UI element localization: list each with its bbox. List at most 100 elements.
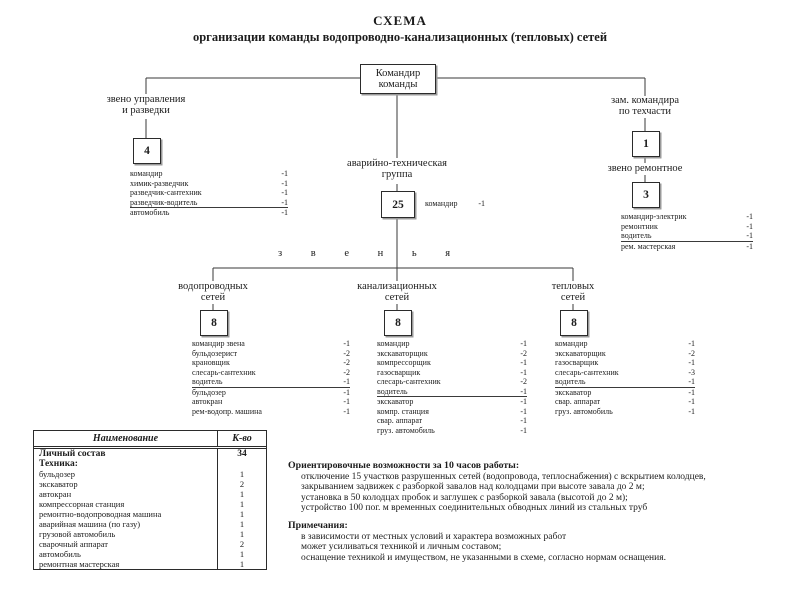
table-cell-name: экскаватор [34, 479, 218, 489]
list-item-count: -3 [688, 367, 695, 377]
list-item-name: свар. аппарат [555, 397, 601, 406]
notes-line: в зависимости от местных условий и харак… [301, 531, 567, 542]
list-item: бульдозерист -2 [192, 349, 350, 359]
list-item: газосварщик -1 [377, 368, 527, 378]
list-item: свар. аппарат -1 [377, 416, 527, 426]
capabilities-block: Ориентировочные возможности за 10 часов … [288, 460, 796, 514]
list-item-name: бульдозер [192, 387, 226, 397]
table-cell-name: грузовой автомобиль [34, 529, 218, 539]
list-item-count: -1 [520, 397, 527, 406]
list-item-count: -1 [688, 387, 695, 397]
table-cell-count: 1 [239, 469, 245, 479]
list-item-count: -2 [520, 348, 527, 358]
list-item: газосварщик -1 [555, 358, 695, 368]
unit-sewer-count-box: 8 [384, 310, 412, 336]
table-row: ремонтно-водопроводная машина 1 [34, 509, 266, 519]
list-item-name: командир-электрик [621, 212, 687, 221]
list-item: разведчик-водитель -1 [130, 197, 288, 208]
list-item-count: -1 [688, 406, 695, 416]
list-item: водитель -1 [621, 231, 753, 242]
list-item-count: -1 [281, 197, 288, 207]
emergency-group-count-box: 25 [381, 191, 415, 218]
emergency-group-commander-note: командир -1 [425, 199, 485, 208]
list-item: рем. мастерская -1 [621, 242, 753, 252]
list-item-name: ремонтник [621, 221, 658, 231]
table-cell-name: Личный состав [34, 449, 218, 459]
list-item-name: водитель [621, 231, 652, 240]
list-item-name: слесарь-сантехник [555, 367, 619, 377]
list-item-name: водитель [192, 377, 223, 386]
table-row: бульдозер 1 [34, 469, 266, 479]
list-item-name: рем. мастерская [621, 241, 676, 251]
list-item-name: крановщик [192, 358, 230, 367]
list-item: химик-разведчик -1 [130, 179, 288, 189]
list-item-count: -1 [520, 386, 527, 396]
list-item-name: водитель [555, 377, 586, 386]
list-item-count: -1 [746, 231, 753, 240]
list-item-count: -1 [688, 339, 695, 348]
list-item-count: -1 [746, 241, 753, 251]
table-cell-name: аварийная машина (по газу) [34, 519, 218, 529]
table-cell-count: 2 [239, 539, 245, 549]
list-item: слесарь-сантехник -2 [377, 377, 527, 387]
notes-heading: Примечания: [288, 520, 348, 531]
list-item-count: -2 [343, 367, 350, 377]
table-row: экскаватор 2 [34, 479, 266, 489]
capabilities-line: устройство 100 пог. м временных соединит… [301, 503, 648, 513]
left-unit-count-box: 4 [133, 138, 161, 164]
notes-block: Примечания: в зависимости от местных усл… [288, 520, 796, 564]
header-name-column: Наименование [34, 431, 218, 446]
repair-unit-count-box: 3 [632, 182, 660, 208]
table-row: грузовой автомобиль 1 [34, 529, 266, 539]
list-item: экскаваторщик -2 [555, 349, 695, 359]
deputy-count-box: 1 [632, 131, 660, 157]
commander-label-line2: команды [378, 79, 418, 90]
list-item: ремонтник -1 [621, 222, 753, 232]
list-item-name: экскаватор [555, 387, 592, 397]
left-unit-label: звено управления и разведки [106, 94, 186, 116]
commander-label-line1: Командир [375, 67, 421, 79]
list-item-count: -1 [520, 406, 527, 416]
list-item-count: -1 [520, 416, 527, 425]
list-item-count: -1 [688, 397, 695, 406]
list-item-name: слесарь-сантехник [377, 377, 441, 386]
list-item: компр. станция -1 [377, 407, 527, 417]
list-item-count: -1 [520, 339, 527, 348]
list-item: рем-водопр. машина -1 [192, 407, 350, 417]
unit-sewer-label: канализационных сетей [357, 281, 437, 303]
table-cell-count: 2 [239, 479, 245, 489]
table-cell-name: ремонтная мастерская [34, 559, 218, 569]
list-item-name: химик-разведчик [130, 178, 189, 188]
table-cell-count: 1 [239, 489, 245, 499]
unit-water-label: водопроводных сетей [178, 281, 248, 303]
unit-heat-label: тепловых сетей [551, 281, 595, 303]
list-item-count: -1 [520, 425, 527, 435]
repair-unit-label: звено ремонтное [607, 163, 683, 174]
table-cell-name: ремонтно-водопроводная машина [34, 509, 218, 519]
list-item-name: груз. автомобиль [377, 425, 435, 435]
list-item-name: экскаваторщик [377, 348, 428, 358]
table-row: автокран 1 [34, 489, 266, 499]
notes-lines: в зависимости от местных условий и харак… [288, 532, 796, 564]
list-item: слесарь-сантехник -2 [192, 368, 350, 378]
header-count-column: К-во [232, 433, 252, 444]
list-item-count: -1 [520, 358, 527, 367]
list-item-name: слесарь-сантехник [192, 367, 256, 377]
list-item: экскаватор -1 [555, 388, 695, 398]
list-item-count: -1 [343, 339, 350, 348]
notes-line: оснащение техникой и имуществом, не указ… [301, 552, 666, 563]
list-item-name: экскаватор [377, 397, 414, 406]
list-item-count: -1 [281, 178, 288, 188]
table-cell-count: 1 [239, 549, 245, 559]
list-item: водитель -1 [192, 377, 350, 388]
unit-water-count-box: 8 [200, 310, 228, 336]
list-item: экскаватор -1 [377, 397, 527, 407]
list-item-name: компрессорщик [377, 358, 431, 367]
list-item: командир-электрик -1 [621, 212, 753, 222]
diagram-title: СХЕМА организации команды водопроводно-к… [0, 13, 800, 45]
capabilities-heading: Ориентировочные возможности за 10 часов … [288, 460, 520, 471]
list-item-name: автомобиль [130, 208, 170, 217]
table-row: аварийная машина (по газу) 1 [34, 519, 266, 529]
capabilities-line: отключение 15 участков разрушенных сетей… [301, 471, 706, 482]
list-item: разведчик-сантехник -1 [130, 188, 288, 198]
